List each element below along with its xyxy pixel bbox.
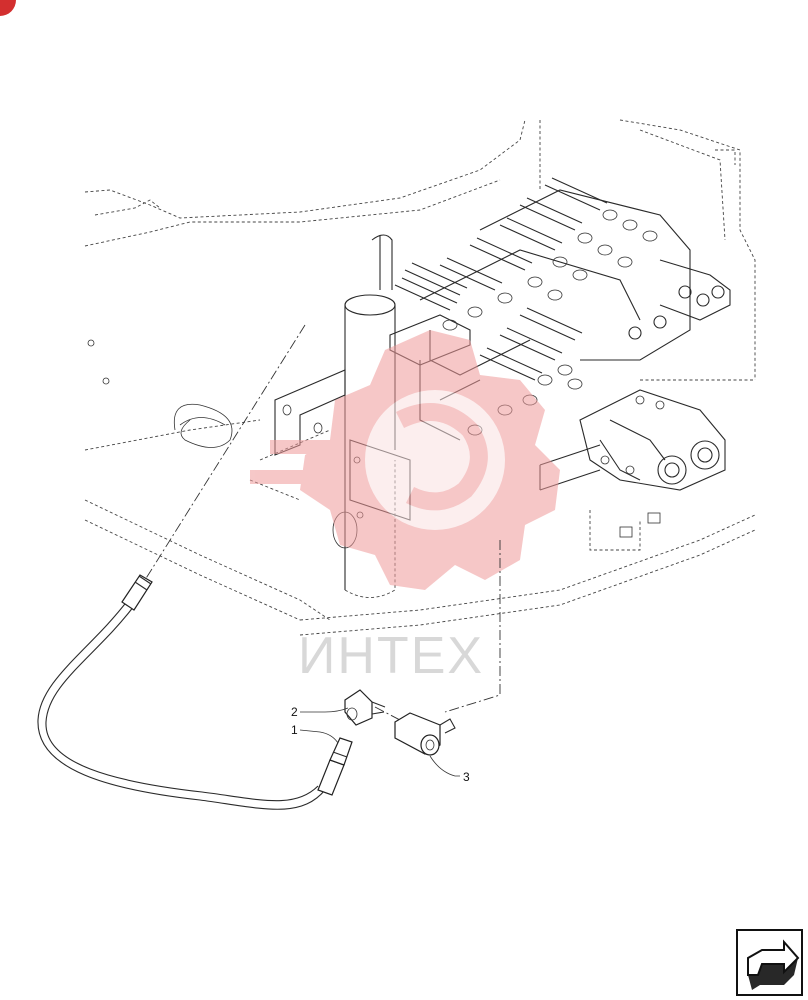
elbow-fitting: [344, 689, 386, 726]
callout-label-1: 1: [291, 723, 298, 737]
hose-assembly: [37, 574, 353, 810]
callout-label-3: 3: [463, 770, 470, 784]
callout-3: 3: [429, 755, 470, 784]
solenoid-valve-block: [539, 389, 726, 491]
callout-label-2: 2: [291, 705, 298, 719]
watermark-text: ИНТЕХ: [298, 627, 484, 685]
leader-lines: [144, 324, 501, 721]
tee-fitting: [394, 712, 456, 756]
watermark-logo: [250, 330, 560, 590]
machine-frame: [84, 119, 756, 636]
corner-badge: [0, 0, 16, 16]
next-page-arrow-icon[interactable]: [736, 929, 803, 996]
callout-2: 2: [291, 705, 349, 719]
callout-1: 1: [291, 723, 339, 744]
